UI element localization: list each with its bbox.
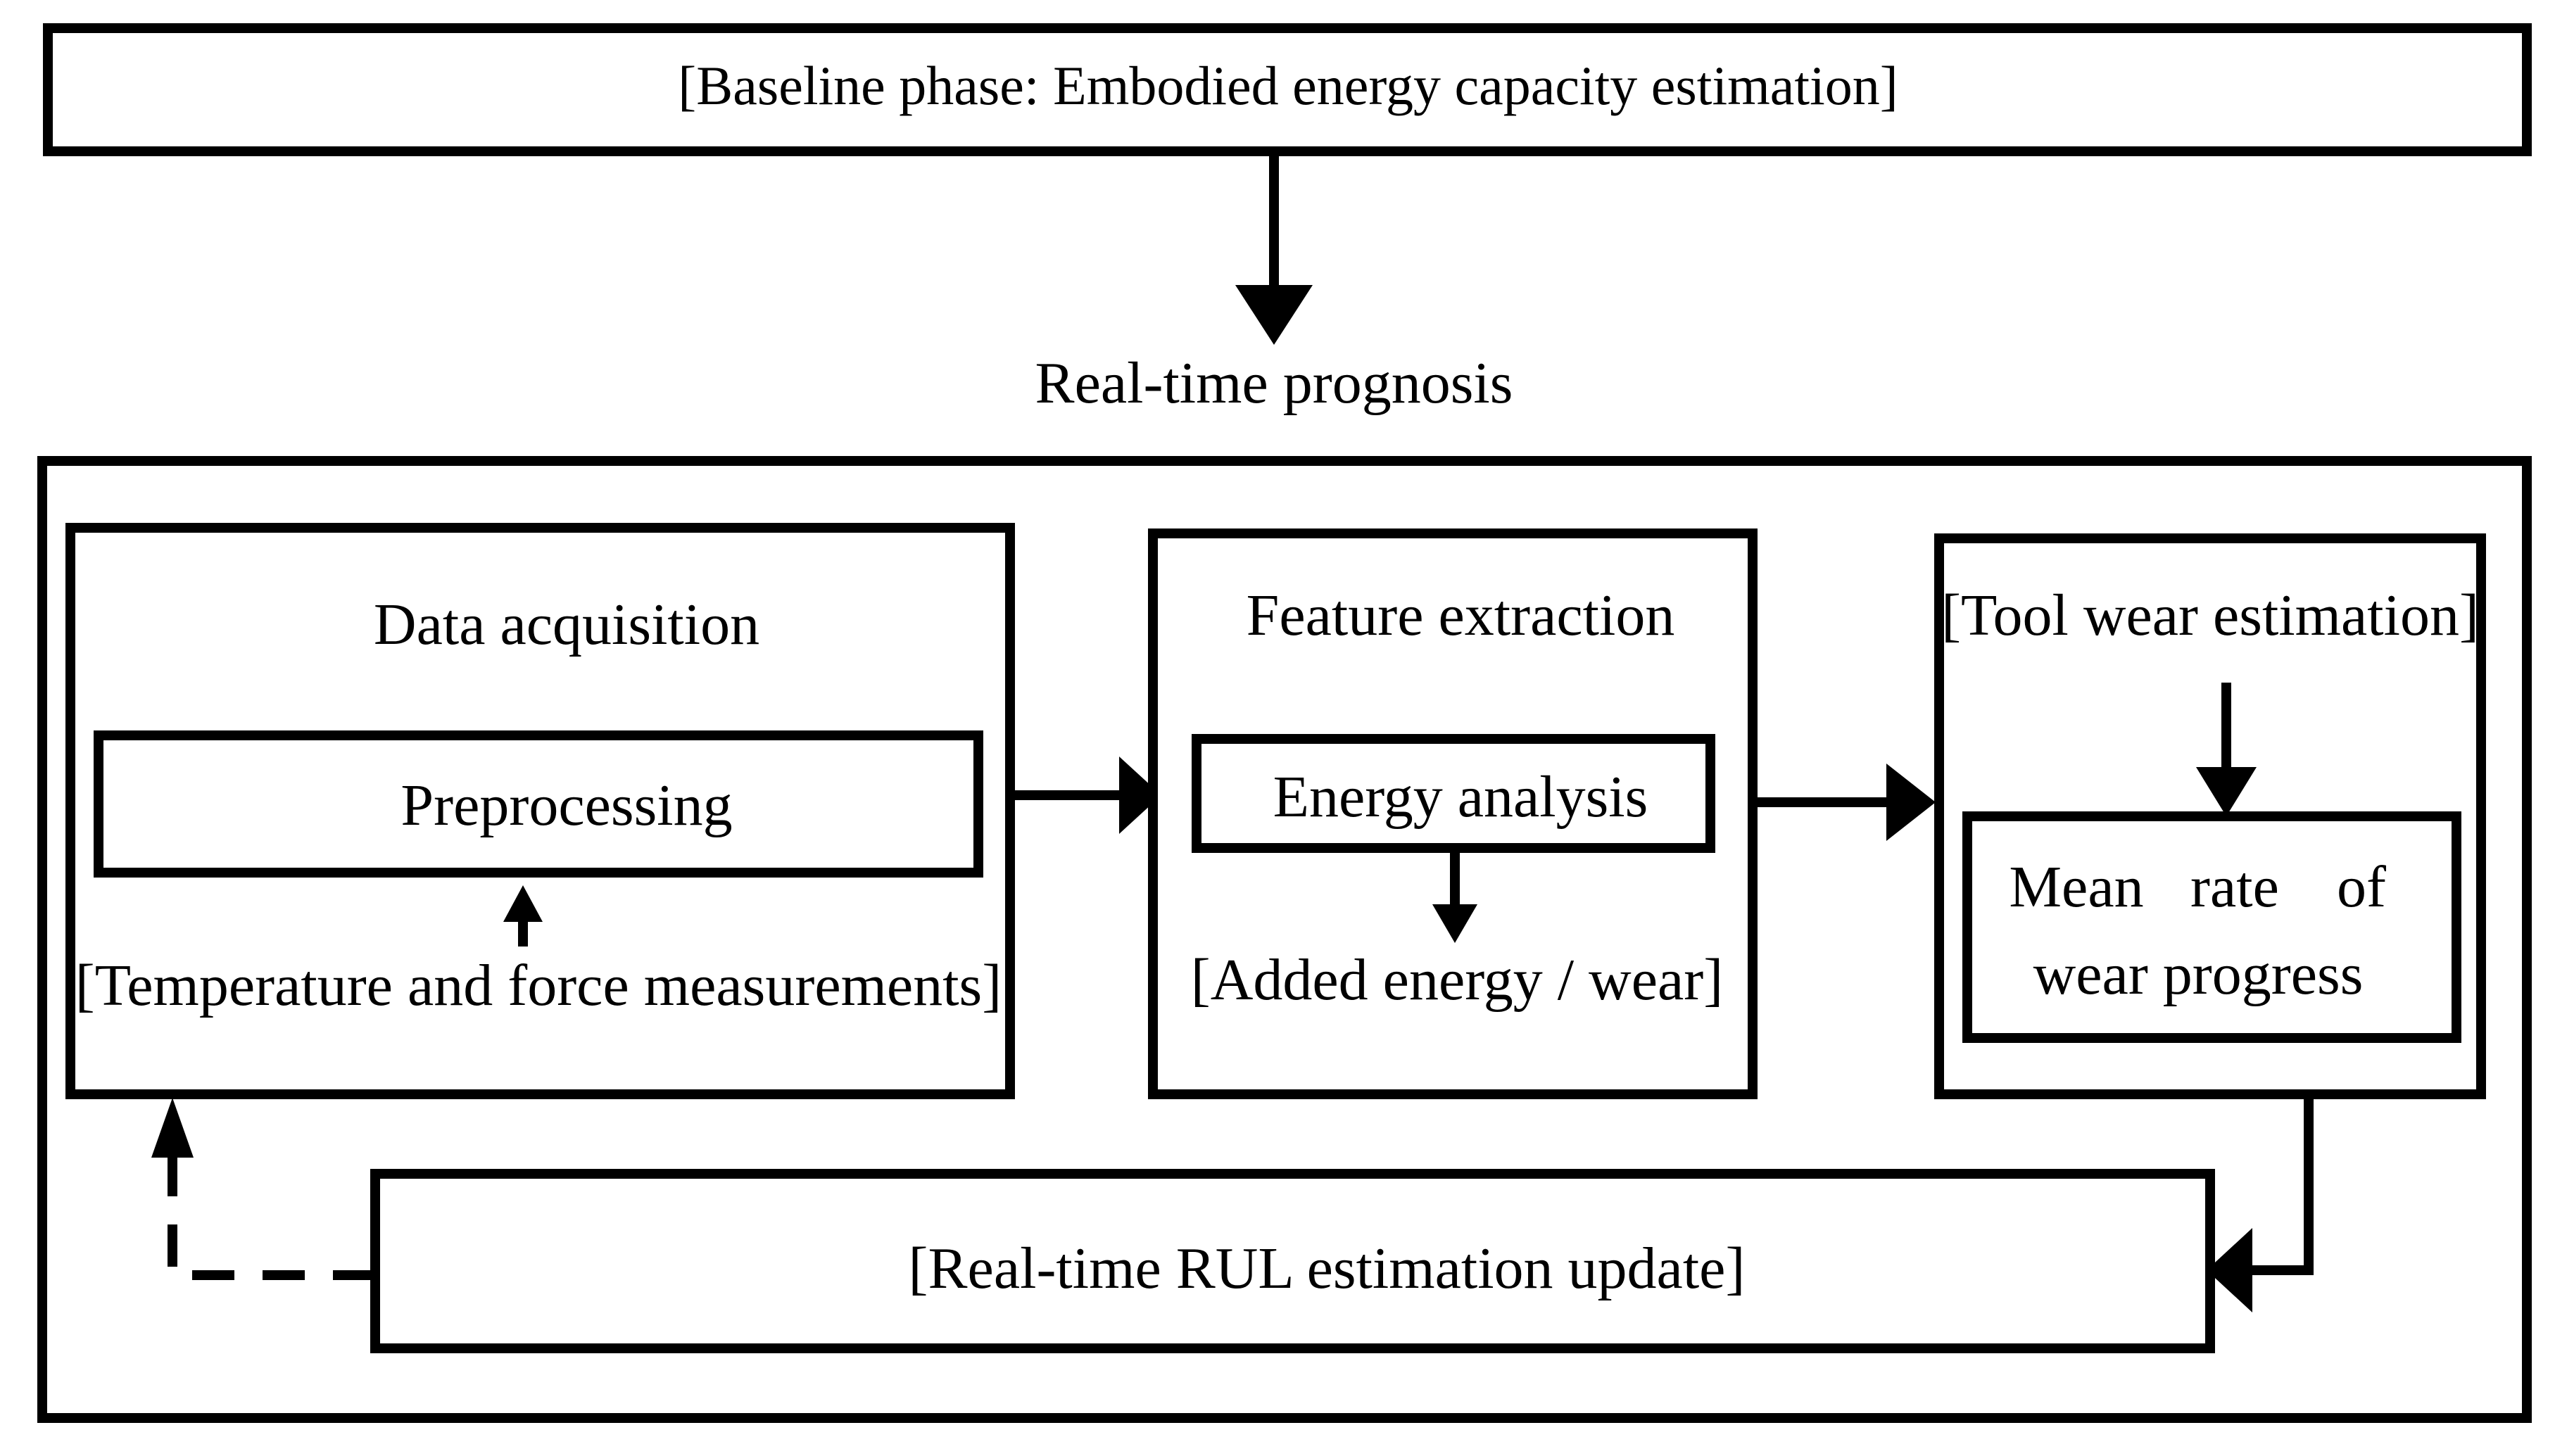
preprocessing-label: Preprocessing — [400, 773, 732, 838]
feature-extraction-title: Feature extraction — [1247, 583, 1675, 648]
rul-feedback-arrowhead — [151, 1098, 194, 1158]
measurements-to-preprocessing-arrowhead — [503, 885, 543, 922]
toolwear-to-meanrate-arrowhead — [2196, 767, 2257, 816]
added-energy-label: [Added energy / wear] — [1191, 947, 1723, 1013]
mean-rate-word-of: of — [2337, 854, 2386, 920]
feature-to-toolwear-arrowhead — [1886, 764, 1936, 841]
acquisition-to-feature-arrowhead — [1119, 757, 1161, 834]
energy-analysis-label: Energy analysis — [1273, 764, 1648, 830]
energy-to-added-arrowhead — [1432, 904, 1477, 943]
data-acquisition-title: Data acquisition — [374, 592, 759, 657]
preprocessing-box — [94, 730, 983, 878]
mean-rate-word-rate: rate — [2190, 854, 2279, 920]
energy-analysis-box — [1192, 734, 1715, 853]
mean-rate-box — [1962, 811, 2461, 1043]
measurements-label: [Temperature and force measurements] — [75, 953, 1002, 1018]
baseline-phase-label: [Baseline phase: Embodied energy capacit… — [678, 55, 1898, 116]
baseline-phase-box — [43, 23, 2532, 156]
rul-feedback-dashed-arrow — [168, 1154, 375, 1280]
rul-update-box — [370, 1169, 2215, 1353]
mean-rate-line-2: wear progress — [2033, 942, 2364, 1007]
tool-wear-title: [Tool wear estimation] — [1941, 583, 2479, 648]
rul-update-label: [Real-time RUL estimation update] — [909, 1236, 1746, 1301]
baseline-to-prognosis-arrowhead — [1235, 285, 1313, 345]
toolwear-to-rul-arrow — [2245, 1094, 2314, 1275]
toolwear-to-rul-arrowhead — [2207, 1228, 2252, 1312]
mean-rate-word-mean: Mean — [2009, 854, 2143, 920]
realtime-prognosis-label: Real-time prognosis — [1035, 350, 1513, 416]
